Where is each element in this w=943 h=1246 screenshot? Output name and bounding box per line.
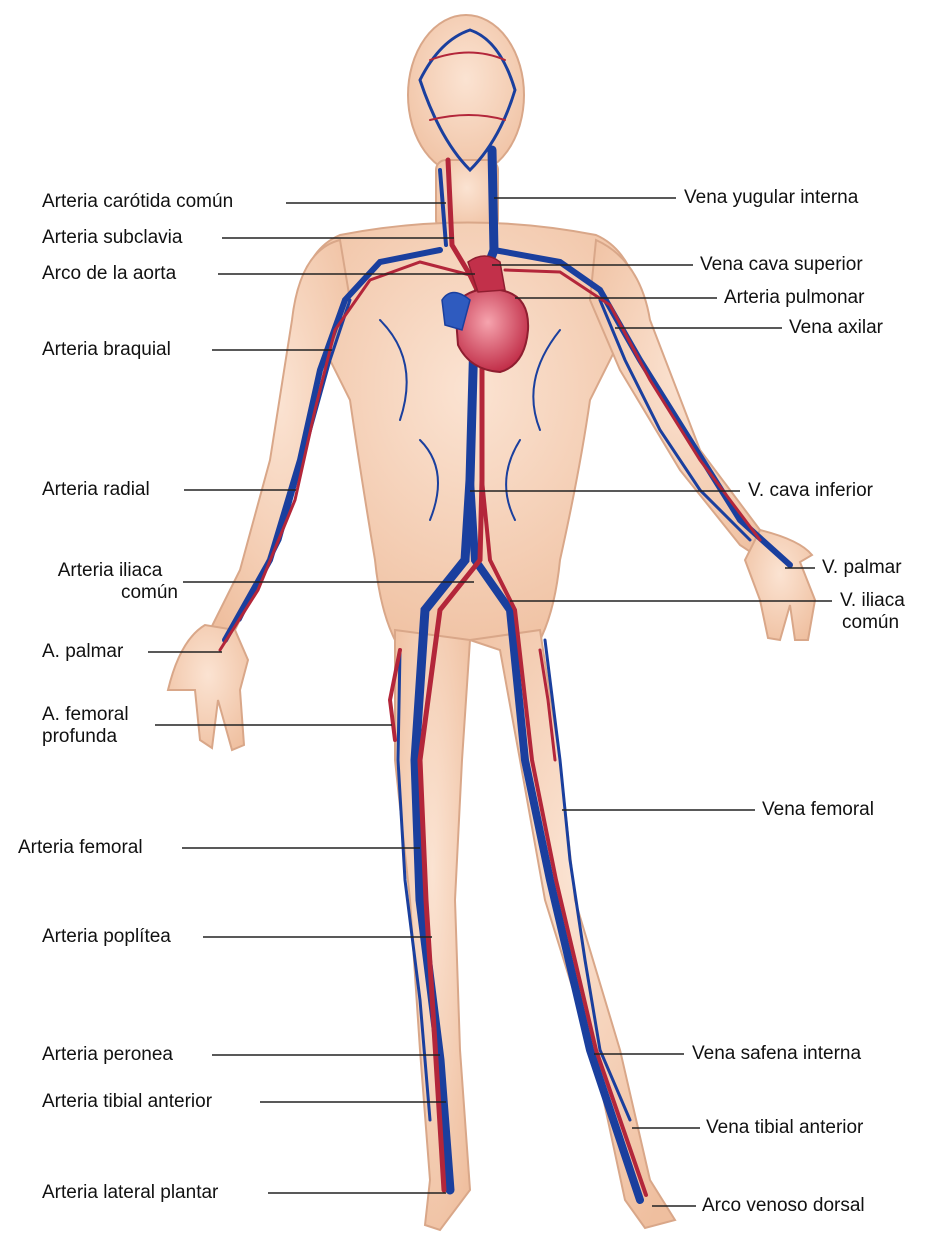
left-leg [395,630,470,1230]
right-leg [470,630,675,1228]
label-v-palmar: V. palmar [822,557,902,579]
label-arteria-iliaca-comun: Arteria iliaca común [42,560,178,604]
left-hand [168,625,248,750]
label-arteria-peronea: Arteria peronea [42,1044,173,1066]
label-a-femoral-profunda-line1: A. femoral [42,704,129,726]
label-v-iliaca-line1: V. iliaca [840,590,930,612]
label-a-femoral-profunda-line2: profunda [42,726,129,748]
label-arco-venoso-dorsal: Arco venoso dorsal [702,1195,865,1217]
left-arm [210,240,350,640]
label-arteria-poplitea: Arteria poplítea [42,926,171,948]
label-arco-de-la-aorta: Arco de la aorta [42,263,176,285]
right-hand [745,530,815,640]
label-vena-safena-interna: Vena safena interna [692,1043,861,1065]
label-arteria-iliaca-line2: común [42,582,178,604]
label-vena-femoral: Vena femoral [762,799,874,821]
label-v-iliaca-line2: común [840,612,930,634]
label-v-iliaca-comun: V. iliaca común [840,590,930,634]
label-arteria-iliaca-line1: Arteria iliaca [42,560,178,582]
label-arteria-carotida-comun: Arteria carótida común [42,191,233,213]
label-a-femoral-profunda: A. femoral profunda [42,704,129,748]
label-arteria-lateral-plantar: Arteria lateral plantar [42,1182,218,1204]
label-arteria-pulmonar: Arteria pulmonar [724,287,864,309]
label-vena-cava-superior: Vena cava superior [700,254,863,276]
label-vena-tibial-anterior: Vena tibial anterior [706,1117,863,1139]
label-a-palmar: A. palmar [42,641,123,663]
label-arteria-braquial: Arteria braquial [42,339,171,361]
label-vena-yugular-interna: Vena yugular interna [684,187,858,209]
label-arteria-radial: Arteria radial [42,479,150,501]
label-arteria-femoral: Arteria femoral [18,837,143,859]
label-arteria-tibial-anterior: Arteria tibial anterior [42,1091,212,1113]
label-arteria-subclavia: Arteria subclavia [42,227,182,249]
label-vena-axilar: Vena axilar [789,317,883,339]
label-v-cava-inferior: V. cava inferior [748,480,873,502]
